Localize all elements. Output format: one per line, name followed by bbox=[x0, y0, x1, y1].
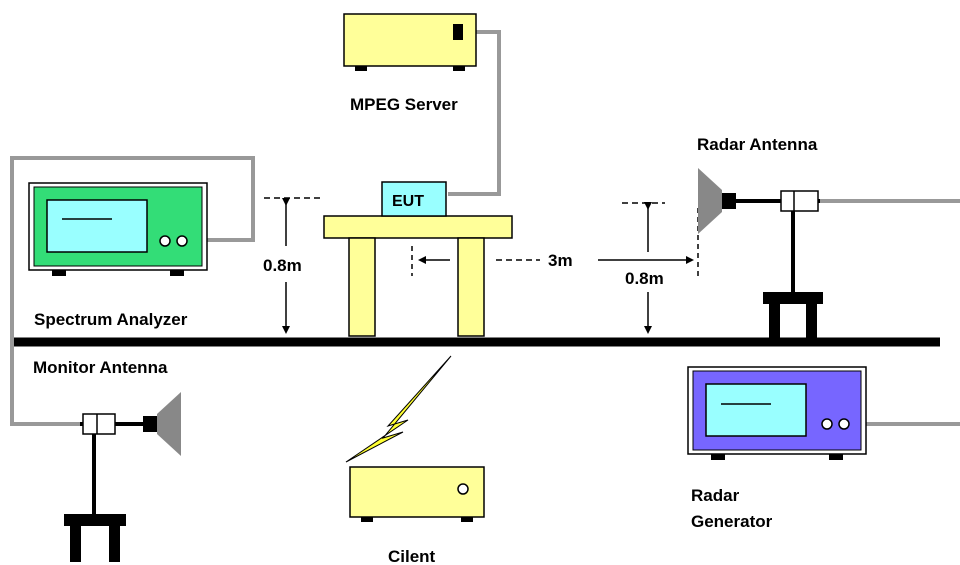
eut-label: EUT bbox=[392, 193, 424, 210]
analyzer-monitor-cable bbox=[10, 156, 255, 426]
lightning-bolt-icon bbox=[345, 355, 452, 463]
mpeg-server-label: MPEG Server bbox=[350, 95, 458, 114]
radar-generator bbox=[687, 366, 867, 460]
analyzer-knob bbox=[176, 235, 188, 247]
generator-screen bbox=[705, 383, 807, 437]
radar-generator-label-line1: Radar bbox=[691, 486, 740, 505]
eut-box: EUT bbox=[381, 181, 447, 217]
generator-knob bbox=[821, 418, 833, 430]
generator-knob bbox=[838, 418, 850, 430]
height-label-right: 0.8m bbox=[625, 269, 664, 288]
radar-antenna bbox=[698, 168, 823, 340]
horn-antenna-icon bbox=[157, 392, 181, 456]
height-dimension-right bbox=[622, 202, 665, 334]
horn-antenna-icon bbox=[698, 168, 722, 234]
radar-generator-label-line2: Generator bbox=[691, 512, 773, 531]
cables bbox=[10, 30, 960, 426]
height-label-left: 0.8m bbox=[263, 256, 302, 275]
monitor-antenna-label: Monitor Antenna bbox=[33, 358, 168, 377]
height-dimension-left bbox=[264, 197, 322, 334]
server-port bbox=[453, 24, 463, 40]
analyzer-screen bbox=[46, 199, 148, 253]
client-label: Cilent bbox=[388, 547, 436, 565]
client-led bbox=[457, 483, 469, 495]
test-table bbox=[323, 215, 513, 337]
client-device bbox=[349, 466, 485, 522]
spectrum-analyzer-label: Spectrum Analyzer bbox=[34, 310, 188, 329]
mpeg-server bbox=[343, 13, 477, 71]
distance-label: 3m bbox=[548, 251, 573, 270]
analyzer-knob bbox=[159, 235, 171, 247]
eut-mpeg-cable bbox=[448, 30, 501, 196]
monitor-antenna bbox=[64, 392, 181, 562]
radar-antenna-label: Radar Antenna bbox=[697, 135, 818, 154]
spectrum-analyzer bbox=[28, 182, 208, 276]
